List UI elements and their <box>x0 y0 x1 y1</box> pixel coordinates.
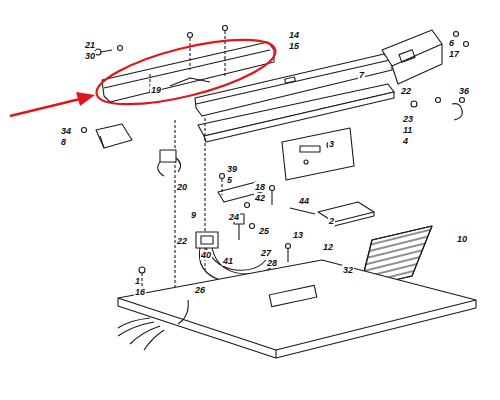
callout-number: 14 <box>288 30 300 40</box>
callout-number: 42 <box>254 193 266 203</box>
callout-number: 17 <box>448 49 460 59</box>
callout-number: 22 <box>400 86 412 96</box>
callout-number: 44 <box>298 196 310 206</box>
callout-number: 27 <box>260 248 272 258</box>
callout-number: 5 <box>226 175 233 185</box>
callout-number: 12 <box>322 242 334 252</box>
callout-number: 11 <box>402 125 413 135</box>
callout-number: 7 <box>358 70 365 80</box>
callout-number: 20 <box>176 182 188 192</box>
callout-number: 1 <box>134 276 141 286</box>
callout-number: 9 <box>190 210 197 220</box>
callout-number: 39 <box>226 164 238 174</box>
callout-number: 22 <box>176 236 188 246</box>
callout-number: 19 <box>150 85 162 95</box>
callout-number: 41 <box>222 256 234 266</box>
callout-number: 25 <box>258 226 270 236</box>
callout-number: 18 <box>254 182 266 192</box>
callout-number: 13 <box>292 230 304 240</box>
callout-number: 28 <box>266 258 278 268</box>
callout-number: 21 <box>84 40 96 50</box>
callout-number: 15 <box>288 41 300 51</box>
callout-number: 30 <box>84 51 96 61</box>
callout-number: 6 <box>448 38 455 48</box>
callout-number: 34 <box>60 126 72 136</box>
callout-number: 26 <box>194 285 206 295</box>
callout-number: 40 <box>200 250 212 260</box>
callout-number: 4 <box>402 136 409 146</box>
callout-number: 2 <box>328 216 335 226</box>
callout-number: 32 <box>342 265 354 275</box>
callout-number: 36 <box>458 86 470 96</box>
callout-number: 23 <box>402 114 414 124</box>
callout-number: 16 <box>134 287 146 297</box>
callout-number: 10 <box>456 234 468 244</box>
callout-number: 8 <box>60 137 67 147</box>
callout-number: 3 <box>328 139 335 149</box>
callout-number: 24 <box>228 212 240 222</box>
